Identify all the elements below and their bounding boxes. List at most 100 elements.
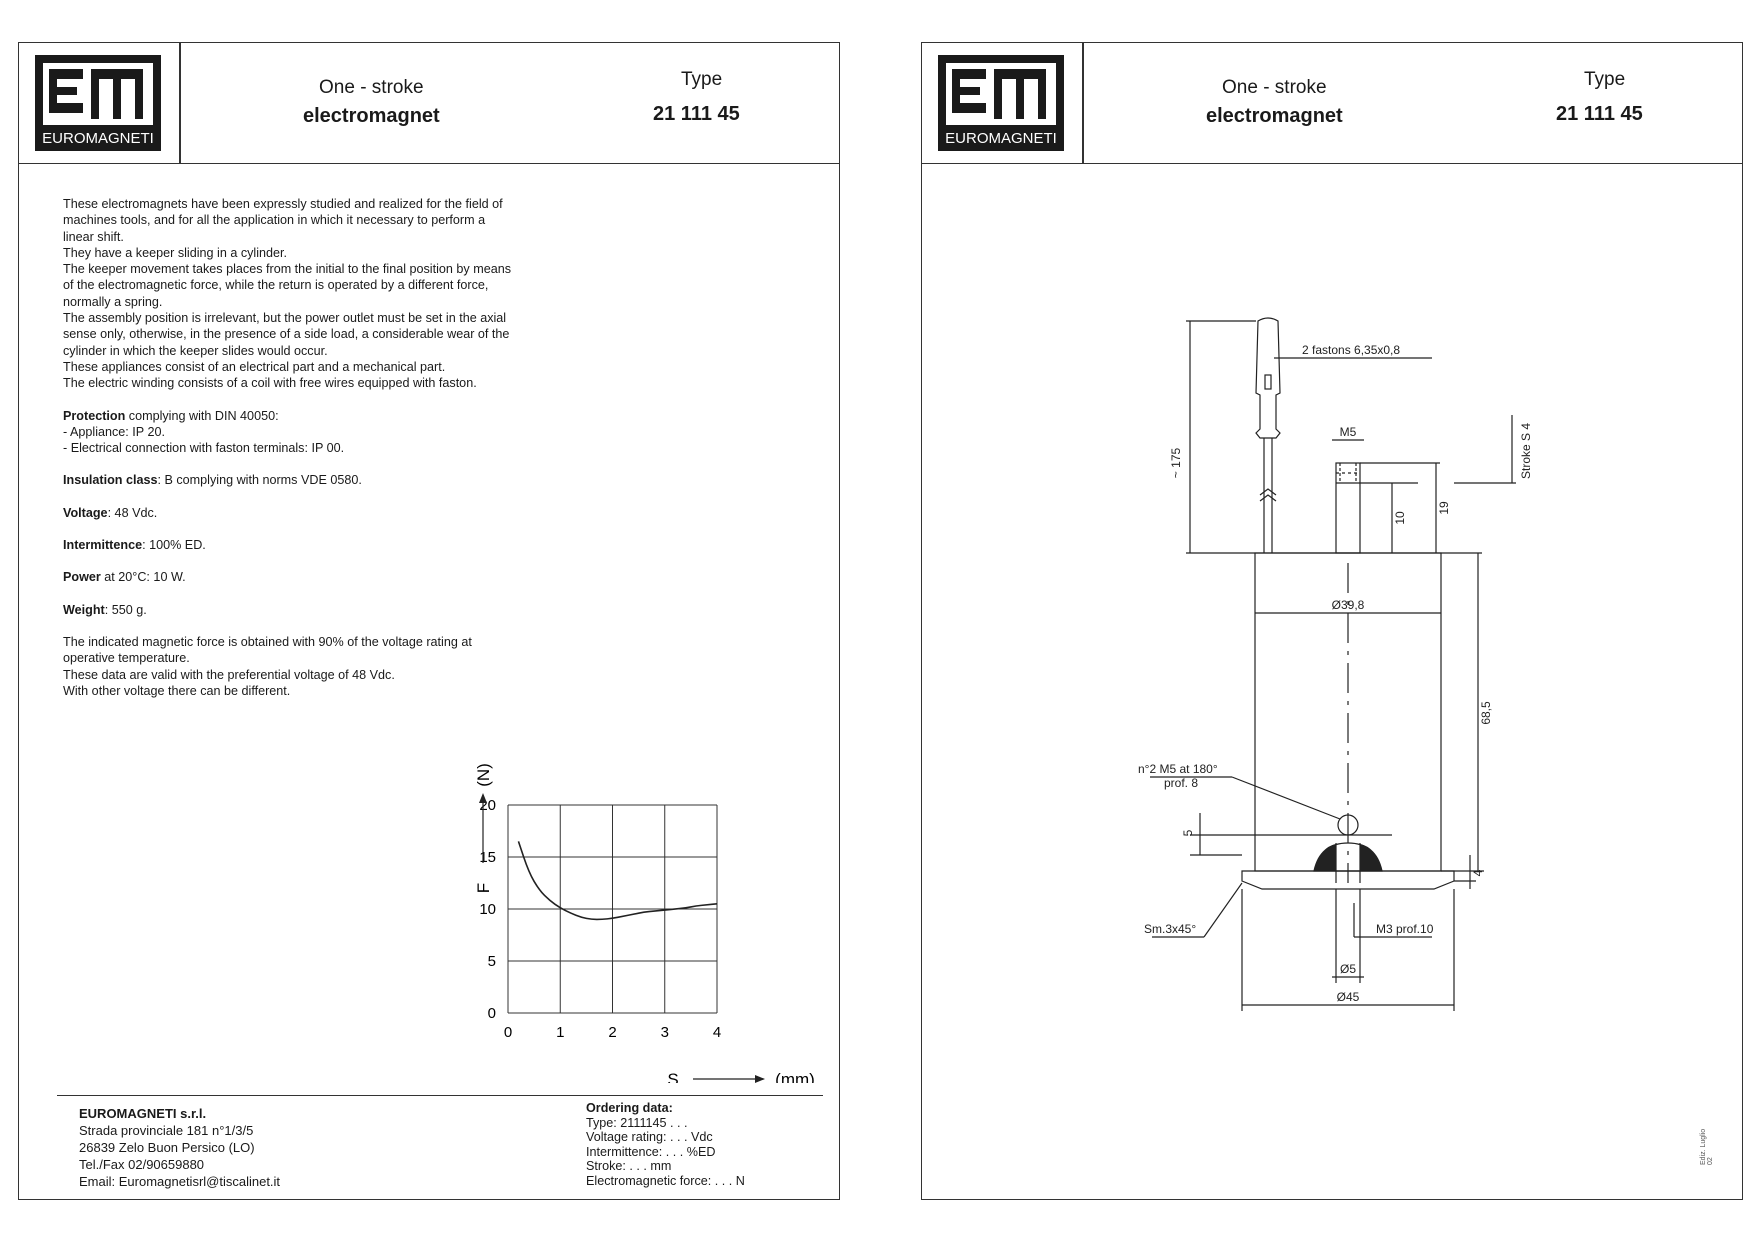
description-line: The assembly position is irrelevant, but… [63, 311, 510, 358]
euromagneti-logo: EUROMAGNETI [35, 55, 161, 151]
force-curve [517, 841, 718, 921]
y-axis-label: F [474, 883, 493, 893]
protection-label: Protection [63, 408, 126, 423]
m3-callout: M3 prof.10 [1376, 922, 1434, 936]
x-tick-label: 0 [504, 1024, 512, 1041]
fastons-callout: 2 fastons 6,35x0,8 [1302, 343, 1400, 357]
datasheet-page-left: EUROMAGNETI One - stroke electromagnet T… [18, 42, 840, 1200]
euromagneti-logo: EUROMAGNETI [938, 55, 1064, 151]
y-tick-label: 15 [479, 849, 496, 866]
holes-depth: prof. 8 [1164, 776, 1198, 790]
dim-4: 4 [1471, 869, 1485, 876]
voltage-spec: Voltage: 48 Vdc. [63, 505, 513, 521]
protection-connection: - Electrical connection with faston term… [63, 441, 345, 456]
ordering-voltage: Voltage rating: . . . Vdc [586, 1130, 713, 1144]
company-address2: 26839 Zelo Buon Persico (LO) [79, 1140, 255, 1155]
intermittence-text: : 100% ED. [142, 538, 206, 553]
faston-hole [1264, 374, 1272, 390]
company-address1: Strada provinciale 181 n°1/3/5 [79, 1123, 254, 1138]
length-dimension: ~ 175 [1169, 447, 1183, 478]
footer-divider [57, 1095, 823, 1096]
height-dimension: 68,5 [1479, 701, 1493, 725]
notes-block: The indicated magnetic force is obtained… [63, 634, 513, 699]
diameter-45: Ø45 [1337, 990, 1360, 1004]
company-phone: Tel./Fax 02/90659880 [79, 1157, 205, 1172]
type-value: 21 111 45 [1556, 103, 1643, 125]
protection-spec: Protection complying with DIN 40050: - A… [63, 408, 513, 457]
description-block: These electromagnets have been expressly… [63, 196, 513, 715]
ordering-stroke: Stroke: . . . mm [586, 1159, 672, 1173]
protection-text: complying with DIN 40050: [125, 408, 279, 423]
x-tick-label: 4 [713, 1024, 721, 1041]
insulation-text: : B complying with norms VDE 0580. [157, 473, 362, 488]
intermittence-label: Intermittence [63, 538, 143, 553]
company-name: EUROMAGNETI s.r.l. [79, 1106, 207, 1121]
x-tick-label: 3 [661, 1024, 669, 1041]
technical-drawing: 2 fastons 6,35x0,8 ~ 175 M5 10 19 Stroke… [1138, 317, 1533, 1011]
insulation-label: Insulation class [63, 473, 158, 488]
description-line: The keeper movement takes places from th… [63, 262, 512, 309]
description-line: These electromagnets have been expressly… [63, 197, 503, 244]
holes-callout: n°2 M5 at 180° [1138, 762, 1218, 776]
y-axis-unit: (N) [474, 763, 493, 787]
power-text: at 20°C: 10 W. [100, 570, 186, 585]
dim-19: 19 [1437, 501, 1451, 515]
product-title-line1: One - stroke [319, 77, 424, 98]
logo-text: EUROMAGNETI [42, 130, 154, 147]
voltage-label: Voltage [63, 505, 108, 520]
leader-line [1203, 882, 1243, 938]
y-tick-label: 10 [479, 901, 496, 918]
intermittence-spec: Intermittence: 100% ED. [63, 537, 513, 553]
logo-text: EUROMAGNETI [945, 130, 1057, 147]
description-line: They have a keeper sliding in a cylinder… [63, 245, 288, 260]
chamfer-callout: Sm.3x45° [1144, 922, 1196, 936]
type-value: 21 111 45 [653, 103, 740, 125]
note-line: With other voltage there can be differen… [63, 683, 291, 698]
ordering-data: Ordering data: Type: 2111145 . . . Volta… [586, 1101, 745, 1188]
cable-break [1259, 488, 1277, 502]
diameter-body: Ø39,8 [1332, 598, 1365, 612]
description-line: These appliances consist of an electrica… [63, 359, 446, 374]
weight-label: Weight [63, 602, 105, 617]
hub-section-fill [1314, 844, 1382, 871]
header-divider [179, 43, 181, 163]
ordering-intermittence: Intermittence: . . . %ED [586, 1144, 716, 1159]
note-line: The indicated magnetic force is obtained… [63, 634, 472, 666]
dim-10: 10 [1393, 511, 1407, 525]
protection-appliance: - Appliance: IP 20. [63, 424, 165, 439]
y-tick-label: 5 [488, 953, 496, 970]
stroke-dimension: Stroke S 4 [1519, 423, 1533, 479]
product-title-line1: One - stroke [1222, 77, 1327, 98]
ordering-force: Electromagnetic force: . . . N [586, 1173, 745, 1188]
description-line: The electric winding consists of a coil … [63, 376, 477, 391]
company-info: EUROMAGNETI s.r.l. Strada provinciale 18… [79, 1105, 280, 1190]
x-axis-arrowhead [755, 1075, 765, 1083]
product-title-line2: electromagnet [1206, 105, 1343, 127]
page-header: EUROMAGNETI One - stroke electromagnet T… [19, 43, 839, 164]
ordering-title: Ordering data: [586, 1101, 673, 1115]
y-tick-label: 0 [488, 1005, 496, 1022]
company-email: Email: Euromagnetisrl@tiscalinet.it [79, 1174, 281, 1189]
dim-5: 5 [1181, 829, 1195, 836]
leader-line [1231, 776, 1341, 820]
faston-terminal [1255, 317, 1281, 439]
ordering-type: Type: 2111145 . . . [586, 1115, 688, 1130]
datasheet-page-right: EUROMAGNETI One - stroke electromagnet T… [921, 42, 1743, 1200]
weight-spec: Weight: 550 g. [63, 602, 513, 618]
x-axis-label: S [667, 1070, 678, 1083]
power-label: Power [63, 570, 101, 585]
diameter-5: Ø5 [1340, 962, 1356, 976]
note-line: These data are valid with the preferenti… [63, 667, 395, 682]
page-header: EUROMAGNETI One - stroke electromagnet T… [922, 43, 1742, 164]
edition-note: Ediz. Luglio 02 [1700, 1128, 1714, 1165]
voltage-text: : 48 Vdc. [107, 505, 158, 520]
product-title-line2: electromagnet [303, 105, 440, 127]
type-label: Type [1584, 69, 1626, 90]
chart-grid [507, 804, 718, 1014]
x-tick-label: 1 [556, 1024, 564, 1041]
x-axis-unit: (mm) [775, 1070, 815, 1083]
x-tick-label: 2 [608, 1024, 616, 1041]
type-label: Type [681, 69, 723, 90]
m5-thread: M5 [1340, 425, 1357, 439]
